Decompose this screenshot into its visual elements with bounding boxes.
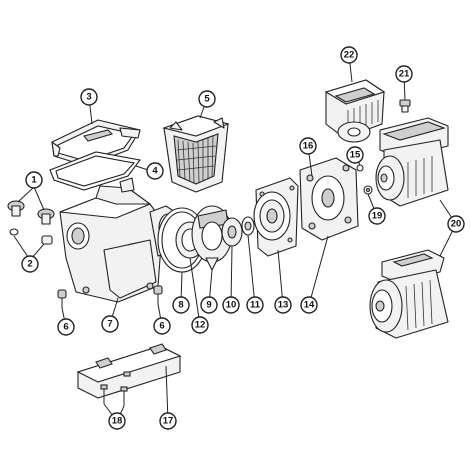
part-drain-plugs: [7, 200, 55, 225]
svg-text:20: 20: [451, 219, 462, 230]
callout-22: 22: [340, 46, 358, 64]
callout-19: 19: [368, 207, 386, 225]
part-lid-oring: [49, 151, 141, 191]
svg-text:1: 1: [31, 175, 37, 186]
part-washer-bolt: [356, 164, 373, 195]
callout-4: 4: [146, 162, 164, 180]
callout-17: 17: [159, 412, 177, 430]
callout-13: 13: [274, 296, 292, 314]
svg-text:10: 10: [226, 300, 237, 311]
callout-8: 8: [172, 296, 190, 314]
part-drive-controller: [324, 79, 386, 143]
part-motor-bracket: [299, 157, 359, 241]
svg-text:15: 15: [350, 150, 361, 161]
callout-2: 2: [21, 255, 39, 273]
part-seal-plate: [253, 177, 299, 257]
svg-text:4: 4: [152, 166, 158, 177]
part-small-plugs: [9, 228, 53, 245]
svg-text:22: 22: [344, 50, 355, 61]
svg-text:19: 19: [372, 211, 383, 222]
svg-text:11: 11: [250, 300, 261, 311]
svg-text:13: 13: [278, 300, 289, 311]
callout-9: 9: [200, 296, 218, 314]
callout-6a: 6: [57, 318, 75, 336]
svg-text:5: 5: [204, 94, 210, 105]
part-seal-ring: [241, 216, 255, 236]
part-motor-lower: [369, 249, 449, 339]
callout-6b: 6: [153, 317, 171, 335]
svg-text:2: 2: [27, 259, 32, 270]
callout-20: 20: [447, 215, 465, 233]
callout-16: 16: [299, 137, 317, 155]
svg-text:21: 21: [399, 69, 410, 80]
svg-text:7: 7: [107, 319, 112, 330]
part-lid: [51, 119, 141, 167]
callout-14: 14: [300, 296, 318, 314]
part-drive-screw: [399, 99, 411, 113]
svg-text:17: 17: [163, 416, 174, 427]
svg-text:8: 8: [178, 300, 183, 311]
part-impeller: [221, 217, 243, 247]
callout-5: 5: [198, 90, 216, 108]
part-base: [76, 343, 182, 399]
callout-11: 11: [246, 296, 264, 314]
part-base-screws: [100, 384, 128, 406]
part-impeller-housing: [191, 205, 233, 271]
svg-text:14: 14: [304, 300, 315, 311]
callout-7: 7: [101, 315, 119, 333]
part-strainer-basket: [162, 115, 230, 193]
svg-text:18: 18: [112, 416, 123, 427]
callout-15: 15: [346, 146, 364, 164]
svg-text:16: 16: [303, 141, 314, 152]
svg-text:9: 9: [206, 300, 211, 311]
svg-text:12: 12: [195, 320, 206, 331]
svg-text:6: 6: [63, 322, 68, 333]
svg-text:3: 3: [86, 92, 91, 103]
callout-1: 1: [25, 171, 43, 189]
callout-3: 3: [80, 88, 98, 106]
callout-21: 21: [395, 65, 413, 83]
callout-12: 12: [191, 316, 209, 334]
callout-10: 10: [222, 296, 240, 314]
part-motor-upper: [375, 117, 449, 207]
svg-text:6: 6: [159, 321, 164, 332]
part-screws: [57, 285, 163, 308]
callout-18: 18: [108, 412, 126, 430]
